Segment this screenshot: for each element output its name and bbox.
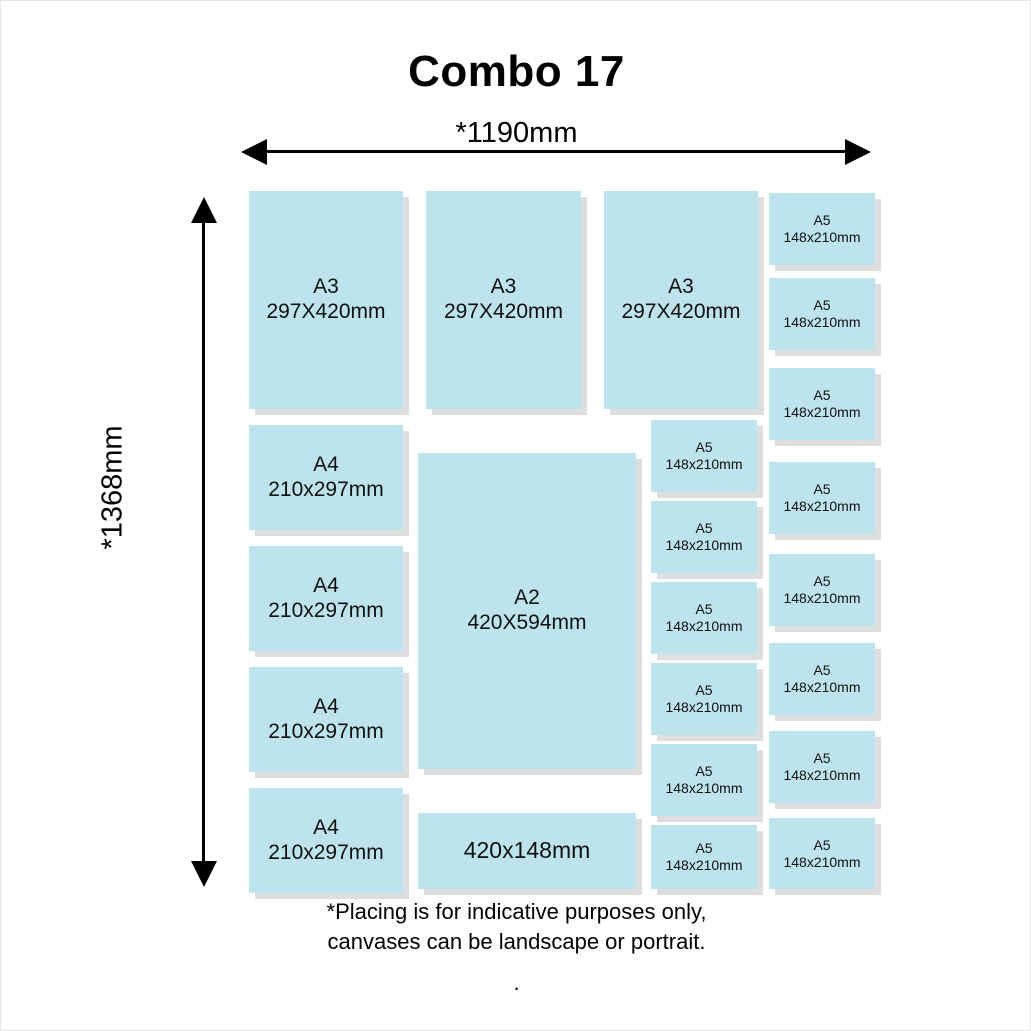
canvas-panel-dimension-label: 148x210mm: [783, 229, 861, 245]
canvas-panel-size-label: A5: [695, 763, 713, 780]
canvas-panel-dimension-label: 148x210mm: [783, 679, 861, 695]
width-dimension-label: *1190mm: [455, 117, 578, 149]
canvas-panel-dimension-label: 148x210mm: [783, 853, 861, 870]
canvas-panel-dimension-label: 420X594mm: [467, 611, 587, 634]
canvas-panel-dimension-label: 148x210mm: [783, 590, 861, 606]
width-dimension-arrow: [241, 139, 871, 165]
canvas-panel-size-label: A4: [313, 452, 339, 476]
canvas-panel-dimension-label: 148x210mm: [783, 767, 861, 783]
canvas-panel-dimension-label: 210x297mm: [268, 840, 384, 864]
canvas-panel-size-label: A5: [813, 481, 831, 498]
canvas-panel-dimension-label: 210x297mm: [268, 477, 384, 501]
canvas-panel-size-label: A5: [813, 573, 831, 590]
canvas-panel-size-label: A3: [490, 275, 517, 299]
canvas-panel-dimension-label: 148x210mm: [665, 618, 743, 634]
footnote: *Placing is for indicative purposes only…: [1, 897, 1030, 998]
page-title: Combo 17: [408, 47, 625, 96]
canvas-panel-dimension-label: 148x210mm: [665, 857, 743, 873]
canvas-panel-size-label: A5: [813, 387, 831, 404]
canvas-panel-size-label: A5: [695, 840, 713, 857]
canvas-panel-size-label: A5: [695, 682, 713, 699]
footnote-line-3: .: [513, 970, 520, 996]
canvas-panel-dimension-label: 148x210mm: [783, 498, 861, 514]
canvas-panel-size-label: A5: [695, 520, 713, 537]
canvas-panel-size-label: A4: [313, 573, 339, 597]
canvas-panel-size-label: A5: [695, 439, 713, 456]
canvas-panel-size-label: A2: [514, 586, 540, 610]
canvas-panel[interactable]: 420x148mm: [418, 813, 636, 889]
arrow-down-head-icon: [191, 861, 217, 887]
canvas-panel-dimension-label: 148x210mm: [783, 404, 861, 420]
canvas-panel-dimension-label: 148x210mm: [665, 537, 743, 553]
canvas-panel-dimension-label: 297X420mm: [621, 300, 741, 323]
height-dimension-label: *1368mm: [96, 425, 129, 550]
footnote-line-2: canvases can be landscape or portrait.: [327, 928, 706, 954]
canvas-panel-dimension-label: 420x148mm: [463, 837, 591, 864]
canvas-panel-dimension-label: 297X420mm: [266, 300, 386, 323]
canvas-panel-size-label: A3: [313, 275, 339, 299]
canvas-panel-dimension-label: 148x210mm: [665, 780, 743, 796]
canvas-panel-dimension-label: 148x210mm: [783, 314, 861, 330]
canvas-panel-size-label: A4: [313, 815, 339, 839]
arrow-right-head-icon: [845, 139, 871, 165]
footnote-line-1: *Placing is for indicative purposes only…: [326, 899, 707, 924]
canvas-panel-size-label: A5: [813, 836, 831, 853]
canvas-panel-dimension-label: 297X420mm: [443, 300, 564, 323]
arrow-shaft: [202, 213, 205, 871]
canvas-panel-dimension-label: 148x210mm: [665, 699, 743, 715]
canvas-panel-size-label: A3: [668, 275, 694, 299]
canvas-panel-size-label: A5: [813, 750, 831, 767]
canvas-panel-size-label: A5: [695, 601, 713, 618]
canvas-panel-dimension-label: 210x297mm: [268, 598, 384, 622]
height-dimension-arrow: [191, 197, 217, 887]
canvas-panel-size-label: A5: [813, 662, 831, 679]
canvas-panel-size-label: A5: [813, 212, 831, 229]
canvas-panel-dimension-label: 148x210mm: [665, 456, 743, 472]
canvas-panel-size-label: A4: [313, 694, 339, 718]
canvas-panel-dimension-label: 210x297mm: [268, 719, 384, 743]
canvas-panel-size-label: A5: [813, 297, 831, 314]
arrow-shaft: [257, 150, 855, 153]
